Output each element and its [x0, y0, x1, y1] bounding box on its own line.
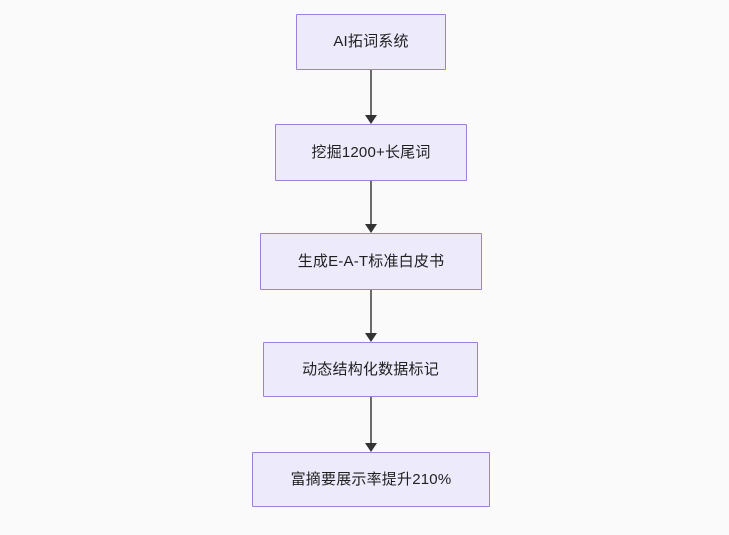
flow-edge [361, 70, 381, 124]
flow-node-label: 富摘要展示率提升210% [290, 470, 452, 488]
flow-node[interactable]: 生成E-A-T标准白皮书 [260, 233, 482, 290]
flow-node-label: 挖掘1200+长尾词 [311, 143, 431, 161]
flow-edge [361, 397, 381, 452]
flow-edge [361, 181, 381, 233]
flow-node[interactable]: AI拓词系统 [296, 14, 446, 70]
arrowhead-icon [365, 443, 377, 452]
flow-node-label: AI拓词系统 [333, 33, 409, 50]
arrowhead-icon [365, 224, 377, 233]
flow-edge [361, 290, 381, 342]
flow-node[interactable]: 富摘要展示率提升210% [252, 452, 490, 507]
flow-node[interactable]: 动态结构化数据标记 [263, 342, 478, 397]
flow-node-label: 动态结构化数据标记 [302, 360, 439, 378]
flow-node-label: 生成E-A-T标准白皮书 [297, 252, 445, 270]
arrowhead-icon [365, 115, 377, 124]
flow-node[interactable]: 挖掘1200+长尾词 [275, 124, 467, 181]
arrowhead-icon [365, 333, 377, 342]
